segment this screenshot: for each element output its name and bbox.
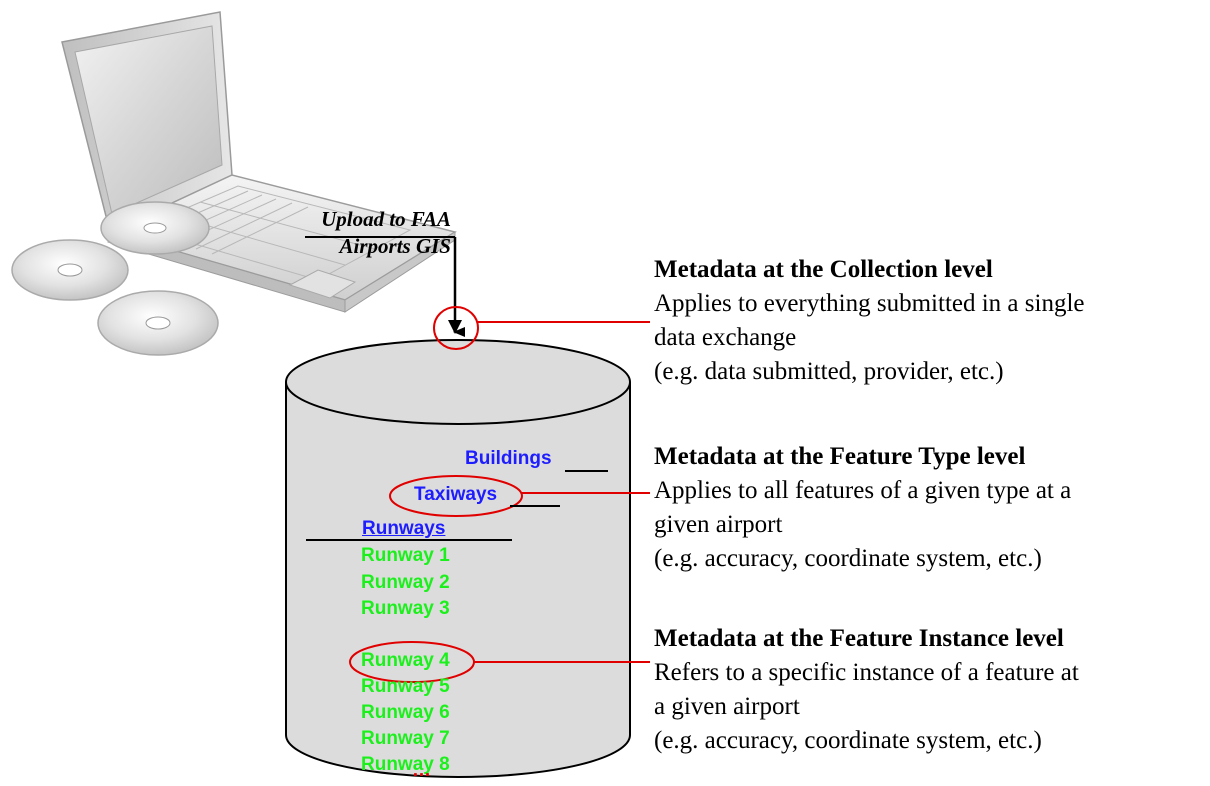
metadata-line: (e.g. accuracy, coordinate system, etc.): [654, 727, 1042, 754]
metadata-feature-instance: Metadata at the Feature Instance level R…: [654, 622, 1079, 758]
feature-type-taxiways: Taxiways: [414, 484, 498, 505]
runway-instance: Runway 3: [361, 598, 450, 619]
metadata-heading: Metadata at the Collection level: [654, 256, 993, 283]
runway-instance: Runway 1: [361, 545, 450, 566]
runway-instance: Runway 4: [361, 650, 450, 671]
runway-instance: Runway 8: [361, 754, 450, 775]
runway-ellipsis: …: [412, 760, 431, 781]
runway-instance: Runway 6: [361, 702, 450, 723]
metadata-heading: Metadata at the Feature Instance level: [654, 625, 1064, 652]
runways-header: Runways: [362, 518, 446, 539]
metadata-line: Applies to everything submitted in a sin…: [654, 290, 1085, 317]
metadata-line: Applies to all features of a given type …: [654, 477, 1072, 504]
metadata-collection: Metadata at the Collection level Applies…: [654, 253, 1085, 389]
metadata-line: data exchange: [654, 324, 797, 351]
runway-instance: Runway 2: [361, 572, 450, 593]
runway-instance: Runway 5: [361, 676, 450, 697]
collection-highlight: [433, 306, 479, 350]
cd-disc-icon: [11, 201, 219, 356]
metadata-line: (e.g. data submitted, provider, etc.): [654, 358, 1004, 385]
metadata-line: a given airport: [654, 693, 800, 720]
metadata-line: (e.g. accuracy, coordinate system, etc.): [654, 545, 1042, 572]
upload-label: Upload to FAA Airports GIS: [280, 206, 451, 260]
taxiways-highlight: [389, 475, 523, 517]
upload-line1: Upload to FAA: [321, 207, 451, 231]
metadata-heading: Metadata at the Feature Type level: [654, 443, 1026, 470]
upload-line2: Airports GIS: [339, 234, 451, 258]
metadata-feature-type: Metadata at the Feature Type level Appli…: [654, 440, 1071, 576]
feature-type-buildings: Buildings: [465, 448, 552, 469]
metadata-line: Refers to a specific instance of a featu…: [654, 659, 1079, 686]
metadata-line: given airport: [654, 511, 783, 538]
runway-instance: Runway 7: [361, 728, 450, 749]
